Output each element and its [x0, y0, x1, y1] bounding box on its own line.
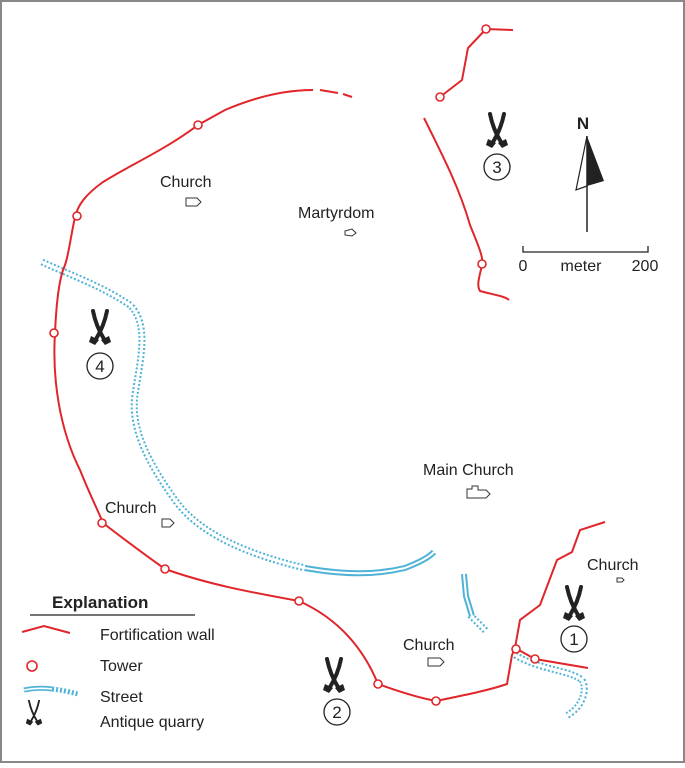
- wall-north-east: [439, 27, 514, 98]
- legend-street-label: Street: [100, 689, 143, 706]
- towers: [49, 24, 540, 706]
- label-church-s: Church: [403, 637, 455, 654]
- scale-bar: 0 meter 200: [519, 246, 659, 275]
- tower: [477, 259, 487, 269]
- legend-tower-label: Tower: [100, 658, 143, 675]
- legend-street-swatch-dotted: [51, 686, 79, 697]
- legend-street-swatch-solid-inner: [23, 687, 53, 691]
- tower: [431, 696, 441, 706]
- church-s-icon: [427, 657, 445, 667]
- north-arrow: N: [575, 114, 604, 232]
- tower: [530, 654, 540, 664]
- north-arrow-head: [587, 136, 604, 186]
- tower: [72, 211, 82, 221]
- tower: [481, 24, 491, 34]
- quarry-number: 3: [492, 158, 501, 177]
- church-e-icon: [616, 577, 625, 583]
- quarry-number: 2: [332, 703, 341, 722]
- legend: Explanation Fortification wall Tower Str…: [21, 593, 215, 731]
- place-labels: Church Martyrdom Main Church Church Chur…: [105, 174, 639, 654]
- label-martyrdom: Martyrdom: [298, 205, 374, 222]
- label-church-e: Church: [587, 557, 639, 574]
- building-symbols: [161, 197, 625, 667]
- quarry-1: 1: [560, 585, 588, 653]
- street-south-solid-inner: [463, 573, 473, 617]
- tower: [160, 564, 170, 574]
- legend-quarry-label: Antique quarry: [100, 714, 204, 731]
- tower: [373, 679, 383, 689]
- tower: [97, 518, 107, 528]
- scale-bar-line: [522, 246, 649, 253]
- streets: [40, 258, 588, 720]
- quarry-3: 3: [483, 112, 511, 181]
- scale-bar-start: 0: [519, 258, 528, 275]
- quarry-number-circle: [483, 153, 511, 181]
- church-w-icon: [161, 518, 175, 528]
- scale-bar-end: 200: [632, 258, 659, 275]
- legend-wall-label: Fortification wall: [100, 627, 215, 644]
- street-west-solid-inner: [304, 551, 435, 575]
- north-arrow-head-outline: [575, 135, 588, 191]
- tower: [49, 328, 59, 338]
- quarry-2: 2: [321, 657, 351, 726]
- quarry-number: 1: [569, 630, 578, 649]
- label-church-nw: Church: [160, 174, 212, 191]
- north-arrow-label: N: [577, 114, 589, 133]
- quarry-number: 4: [95, 357, 104, 376]
- scale-bar-unit: meter: [561, 258, 603, 275]
- tower: [435, 92, 445, 102]
- streets-solid: [304, 549, 475, 617]
- tower: [511, 644, 521, 654]
- street-west-dotted-inner: [41, 260, 306, 570]
- legend-title: Explanation: [52, 593, 148, 612]
- quarry-number-circle: [86, 352, 114, 380]
- legend-tower-swatch: [26, 660, 38, 672]
- wall-south-east: [513, 521, 606, 669]
- quarry-4: 4: [86, 309, 114, 380]
- tower: [294, 596, 304, 606]
- legend-quarry-swatch: [25, 699, 43, 726]
- street-se-dotted-inner: [468, 613, 586, 718]
- label-main-church: Main Church: [423, 462, 514, 479]
- main-church-icon: [466, 485, 491, 499]
- martyrdom-icon: [344, 228, 357, 237]
- quarry-number-circle: [323, 698, 351, 726]
- tower: [193, 120, 203, 130]
- legend-wall-swatch: [21, 624, 71, 634]
- quarry-number-circle: [560, 625, 588, 653]
- church-nw-icon: [185, 197, 202, 207]
- label-church-w: Church: [105, 500, 157, 517]
- wall-top-right-gap: [319, 89, 353, 98]
